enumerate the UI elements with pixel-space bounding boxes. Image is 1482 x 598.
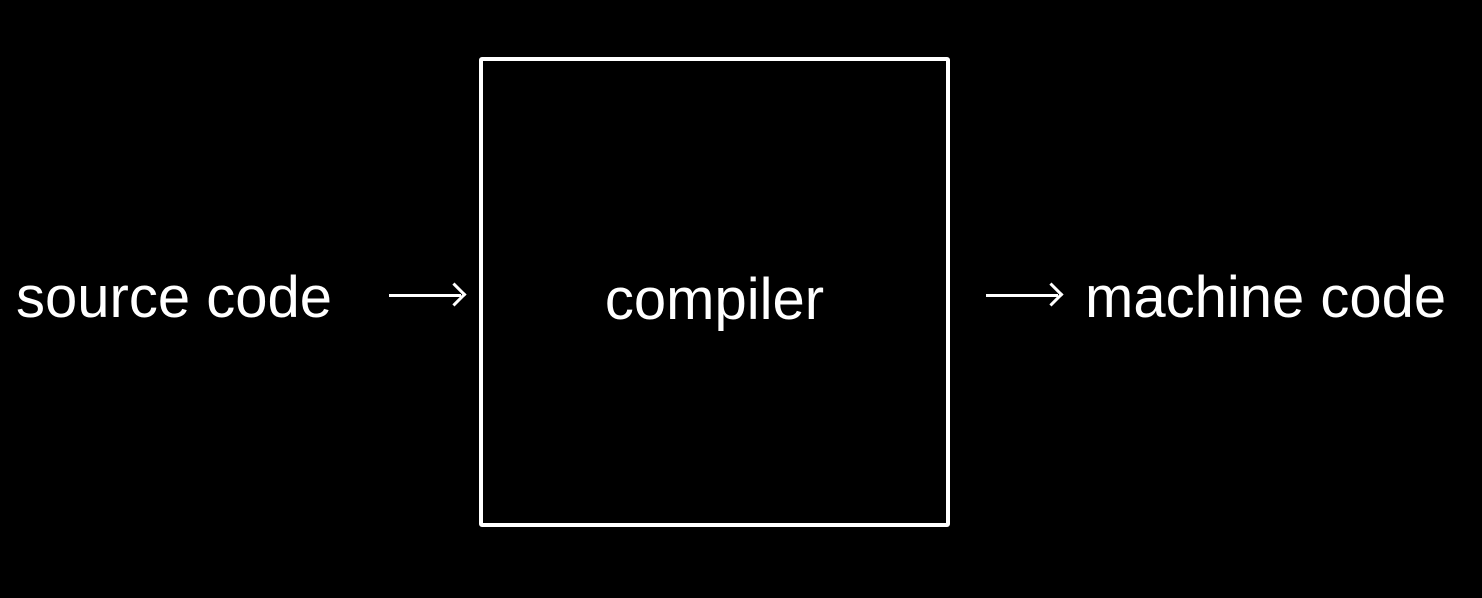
machine-code-label: machine code: [1085, 265, 1447, 330]
input-arrow-icon: [389, 294, 461, 297]
source-code-label: source code: [16, 265, 332, 330]
compiler-box: compiler: [479, 57, 950, 527]
output-arrow-icon: [986, 294, 1058, 297]
compiler-label: compiler: [604, 267, 825, 332]
